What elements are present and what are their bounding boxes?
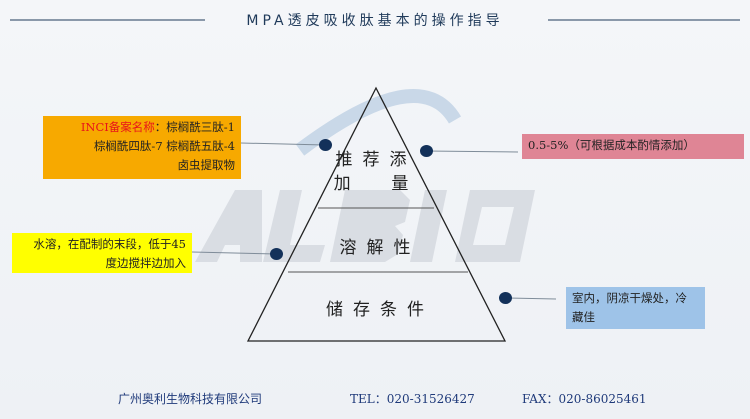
connector xyxy=(504,297,557,300)
tier-dosage-line2: 加 量 xyxy=(333,174,419,194)
connector xyxy=(425,150,519,153)
storage-line1: 室内，阴凉干燥处，冷 xyxy=(572,291,687,305)
page-title: MPA透皮吸收肽基本的操作指导 xyxy=(246,13,504,29)
dissolve-box: 水溶，在配制的末段，低于45 度边搅拌边加入 xyxy=(12,233,192,273)
inci-sep: ： xyxy=(154,120,167,134)
tier-dosage-line1: 推荐添 xyxy=(335,150,417,170)
bullet-dot xyxy=(499,292,512,304)
inci-line2: 棕榈酰四肽-7 棕榈酰五肽-4 xyxy=(93,139,235,153)
inci-line1: 棕榈酰三肽-1 xyxy=(166,120,235,134)
watermark-letter-a xyxy=(195,190,262,262)
watermark-swoosh xyxy=(295,89,462,156)
footer-tel: TEL：020-31526427 xyxy=(350,392,475,406)
storage-line2: 藏佳 xyxy=(572,310,595,324)
tier-solubility: 溶解性 xyxy=(339,238,421,258)
bullet-dot xyxy=(420,145,433,157)
watermark-letter-l xyxy=(263,190,325,262)
tier-storage: 储存条件 xyxy=(326,300,434,320)
inci-box: INCI备案名称：棕榈酰三肽-1 棕榈酰四肽-7 棕榈酰五肽-4 卤虫提取物 xyxy=(43,116,241,179)
watermark-letter-o xyxy=(455,190,535,262)
bullet-dot xyxy=(319,139,332,151)
connector xyxy=(191,251,277,255)
footer-fax: FAX：020-86025461 xyxy=(522,392,647,406)
connector xyxy=(240,142,326,146)
dissolve-line1: 水溶，在配制的末段，低于45 xyxy=(33,237,186,251)
inci-line3: 卤虫提取物 xyxy=(177,158,236,172)
pyramid-outline xyxy=(246,86,507,342)
storage-box: 室内，阴凉干燥处，冷 藏佳 xyxy=(566,287,705,329)
tier-dosage: 推荐添加 量 xyxy=(326,148,426,196)
bullet-dot xyxy=(270,248,283,260)
dosage-box: 0.5-5%（可根据成本酌情添加） xyxy=(522,134,744,159)
footer-company: 广州奥利生物科技有限公司 xyxy=(118,392,263,406)
dissolve-line2: 度边搅拌边加入 xyxy=(105,256,187,270)
inci-label: INCI备案名称 xyxy=(80,120,155,134)
